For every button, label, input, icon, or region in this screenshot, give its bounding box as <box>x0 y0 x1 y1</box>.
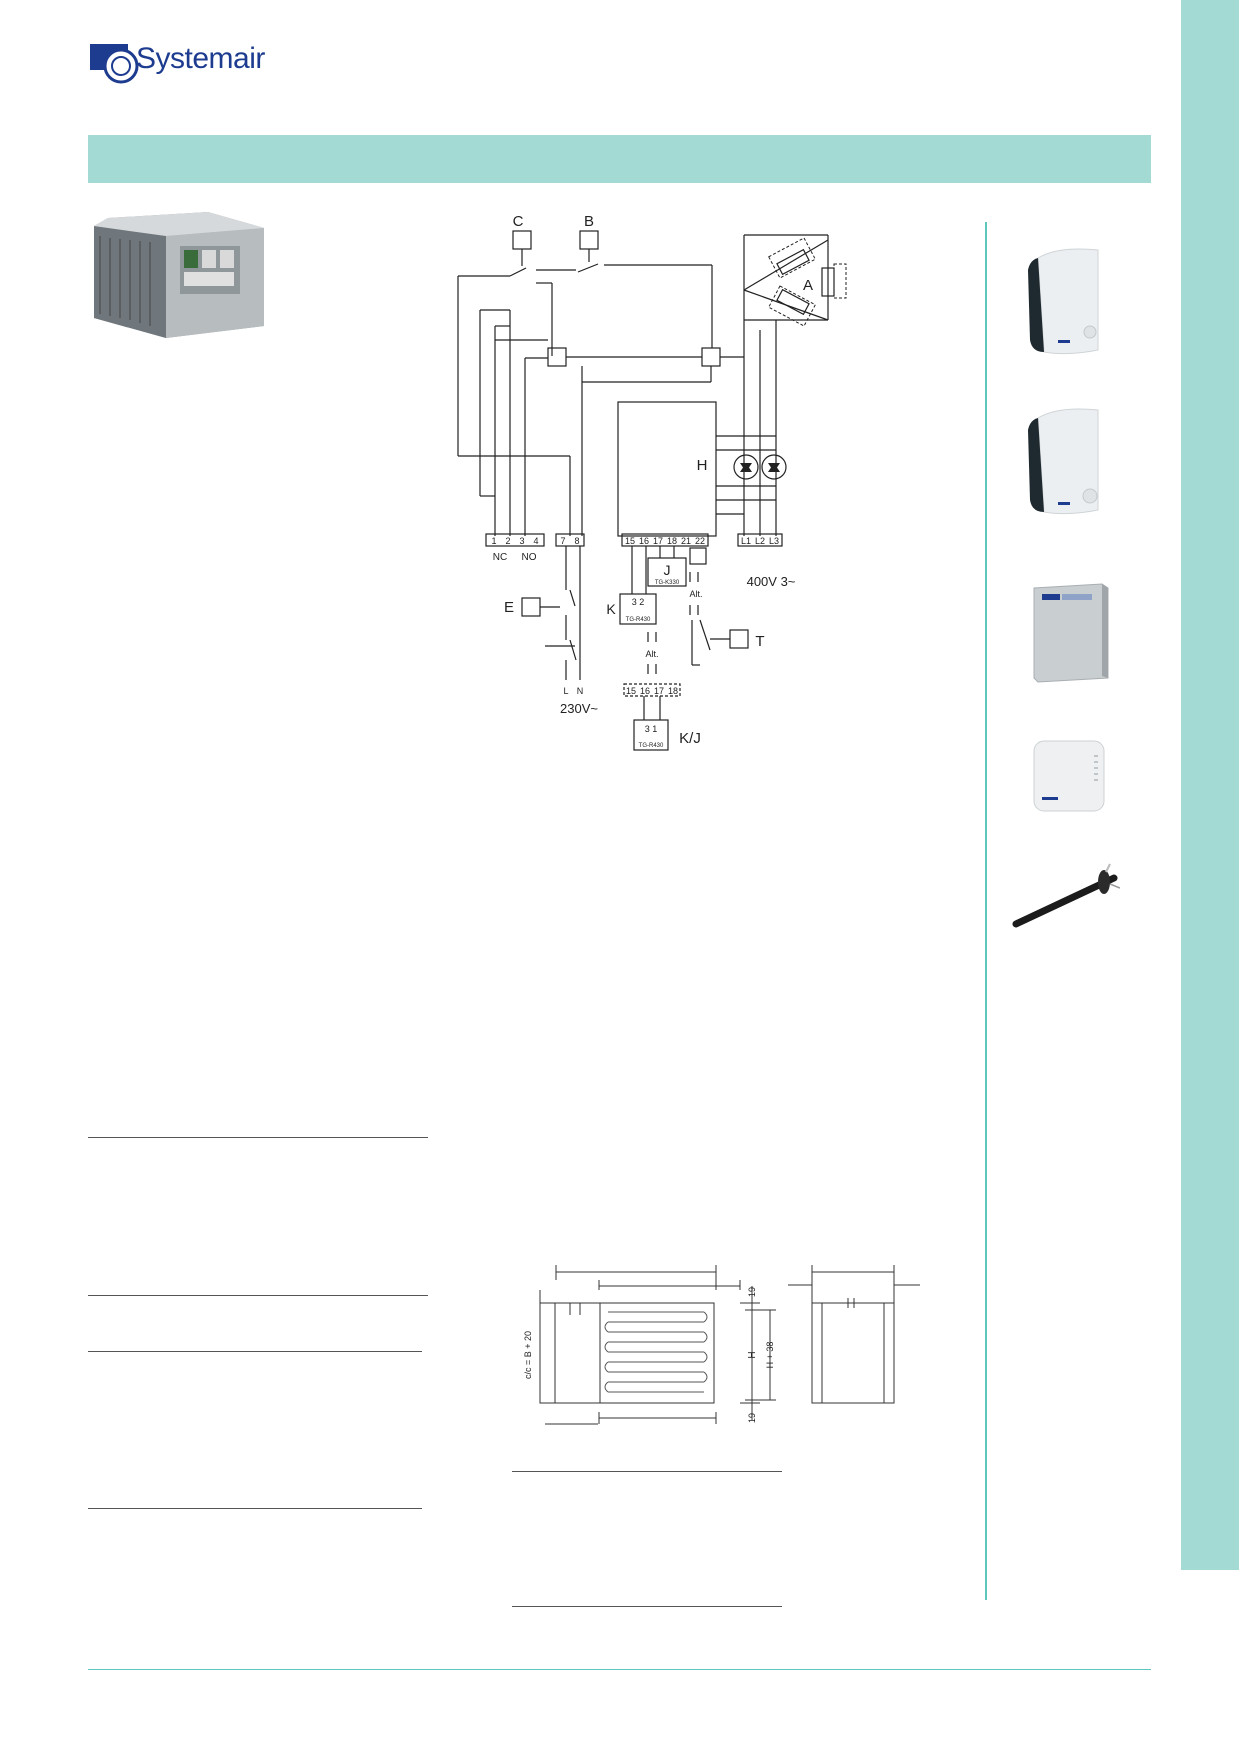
label-k: K <box>606 601 616 617</box>
alt-terminal-17: 17 <box>654 686 664 696</box>
room-sensor-photo <box>1028 735 1110 817</box>
terminal-l1: L1 <box>741 536 751 546</box>
terminal-7: 7 <box>560 536 565 546</box>
terminal-l2: L2 <box>755 536 765 546</box>
footer-rule <box>88 1669 1151 1670</box>
terminal-8: 8 <box>574 536 579 546</box>
dim-19-top: 19 <box>747 1287 757 1297</box>
wiring-diagram: C B A H J K E T K/J 1 2 3 4 7 8 15 16 17… <box>457 213 847 751</box>
section-rule-2 <box>88 1295 428 1296</box>
dim-19-bottom: 19 <box>747 1413 757 1423</box>
column-divider <box>985 222 987 1600</box>
label-b: B <box>584 213 594 230</box>
label-h: H <box>697 457 708 474</box>
control-box-photo <box>1028 580 1112 684</box>
dimension-drawing: c/c = B + 20 H H + 38 19 19 <box>523 1265 920 1425</box>
tg-k330-label: TG-K330 <box>655 580 680 586</box>
alt-terminal-18: 18 <box>668 686 678 696</box>
supply-230v: 230V~ <box>560 701 598 716</box>
label-kj: K/J <box>679 730 701 747</box>
duct-heater-photo <box>88 206 266 340</box>
label-a: A <box>803 277 813 294</box>
terminal-4: 4 <box>533 536 538 546</box>
dim-cc: c/c = B + 20 <box>523 1331 533 1379</box>
alt-terminal-16: 16 <box>640 686 650 696</box>
duct-sensor-photo <box>1010 862 1121 938</box>
dim-h: H <box>747 1351 758 1358</box>
brand-name: Systemair <box>136 42 265 75</box>
room-thermostat-photo-1 <box>1018 240 1108 360</box>
label-c: C <box>513 213 524 230</box>
title-band <box>88 135 1151 183</box>
side-color-strip <box>1181 0 1239 1570</box>
dim-h38: H + 38 <box>765 1342 775 1369</box>
terminal-15: 15 <box>625 536 635 546</box>
section-rule-1 <box>88 1137 428 1138</box>
supply-400v: 400V 3~ <box>747 574 796 589</box>
terminal-1: 1 <box>491 536 496 546</box>
pins-k: 3 2 <box>632 597 645 607</box>
terminal-3: 3 <box>519 536 524 546</box>
terminal-21: 21 <box>681 536 691 546</box>
label-t: T <box>755 633 764 650</box>
alt-label-2: Alt. <box>645 649 658 659</box>
room-thermostat-photo-2 <box>1018 400 1108 520</box>
terminal-16: 16 <box>639 536 649 546</box>
label-l: L <box>563 686 568 696</box>
terminal-18: 18 <box>667 536 677 546</box>
systemair-logo: Systemair <box>88 40 278 86</box>
tg-r430-label-kj: TG-R430 <box>639 743 664 749</box>
section-rule-3 <box>88 1351 422 1352</box>
pins-kj: 3 1 <box>645 724 658 734</box>
section-rule-5 <box>512 1471 782 1472</box>
terminal-22: 22 <box>695 536 705 546</box>
label-e: E <box>504 599 514 616</box>
terminal-2: 2 <box>505 536 510 546</box>
section-rule-4 <box>88 1508 422 1509</box>
alt-label-1: Alt. <box>689 589 702 599</box>
logo-mark-icon <box>90 44 139 84</box>
terminal-l3: L3 <box>769 536 779 546</box>
alt-terminal-15: 15 <box>626 686 636 696</box>
section-rule-6 <box>512 1606 782 1607</box>
label-j: J <box>664 562 671 578</box>
label-no: NO <box>522 552 537 563</box>
label-nc: NC <box>493 552 507 563</box>
terminal-17: 17 <box>653 536 663 546</box>
tg-r430-label-k: TG-R430 <box>626 617 651 623</box>
label-n: N <box>577 686 584 696</box>
